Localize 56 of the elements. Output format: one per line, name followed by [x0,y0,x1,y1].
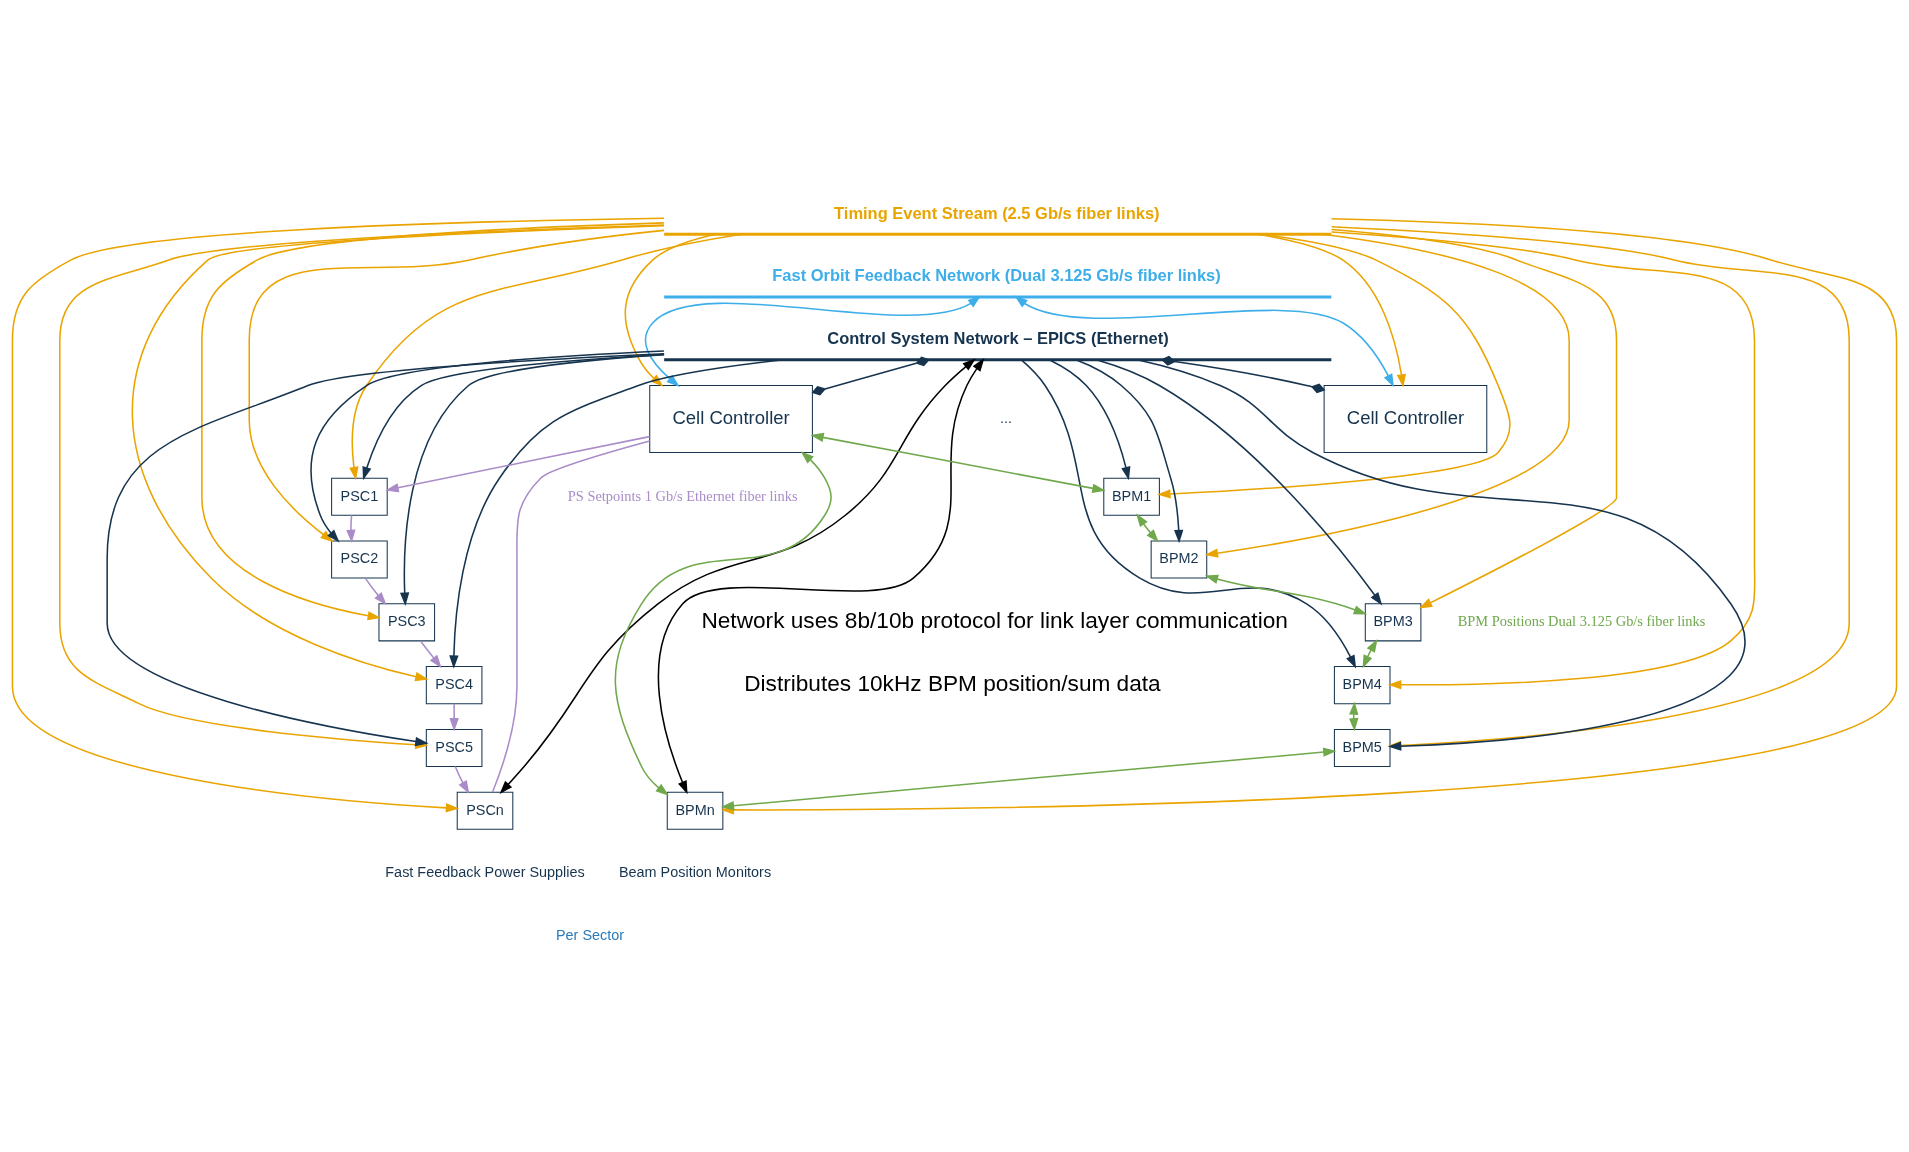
arrow [349,233,743,481]
arrow [1075,359,1184,544]
arrow [1048,359,1131,481]
label: Network uses 8b/10b protocol for link layer communication [701,607,1288,634]
node-box: PSC1 [331,477,388,516]
node-box: PSC5 [425,728,483,767]
node-box: BPM5 [1333,728,1391,767]
node-box: PSC4 [425,666,483,705]
label: Per Sector [556,927,625,944]
node-box: BPM2 [1150,540,1208,579]
label: PS Setpoints 1 Gb/s Ethernet fiber links [567,487,798,504]
arrow [1014,295,1394,388]
node-text: Control System Network – EPICS (Ethernet) [827,329,1169,348]
arrow [1362,638,1378,669]
arrow [1157,233,1511,499]
connector [491,440,651,793]
label: ... [999,409,1012,426]
node-box: BPM3 [1364,603,1422,642]
connector [811,356,930,396]
arrow [1330,231,1756,690]
arrow [1256,233,1406,388]
label: Distributes 10kHz BPM position/sum data [744,669,1161,696]
node-box: BPM1 [1103,477,1160,516]
arrow [1136,359,1745,751]
arrow [720,747,1337,811]
node-box: PSCn [456,791,514,830]
arrow [449,702,459,732]
connector [1160,355,1326,394]
arrow [1204,233,1570,558]
arrow [1136,513,1159,543]
node-box: BPM4 [1333,666,1391,705]
arrow [657,358,985,795]
arrow [1204,574,1368,615]
arrow [346,514,356,544]
arrow [1020,359,1357,669]
node-text: Timing Event Stream (2.5 Gb/s fiber links) [834,203,1160,222]
arrow [1330,228,1618,609]
node-box: PSC3 [378,603,436,642]
arrow [385,435,651,493]
arrow [1330,225,1850,751]
arrow [364,577,387,606]
label: Beam Position Monitors [618,864,772,881]
node-text: Fast Orbit Feedback Network (Dual 3.125 Gb/s fiber links) [772,266,1221,285]
node-box: BPMn [666,791,724,830]
arrow [419,640,442,669]
label: BPM Positions Dual 3.125 Gb/s fiber links [1457,613,1706,630]
arrow [454,765,470,794]
arrow [499,358,976,794]
arrow [810,432,1106,493]
node-box: Cell Controller [649,385,813,453]
node-box: Cell Controller [1323,385,1488,453]
arrow [449,359,785,669]
arrow [1095,359,1383,606]
node-box: PSC2 [331,540,388,579]
arrow [614,451,832,796]
label: Fast Feedback Power Supplies [385,864,585,881]
